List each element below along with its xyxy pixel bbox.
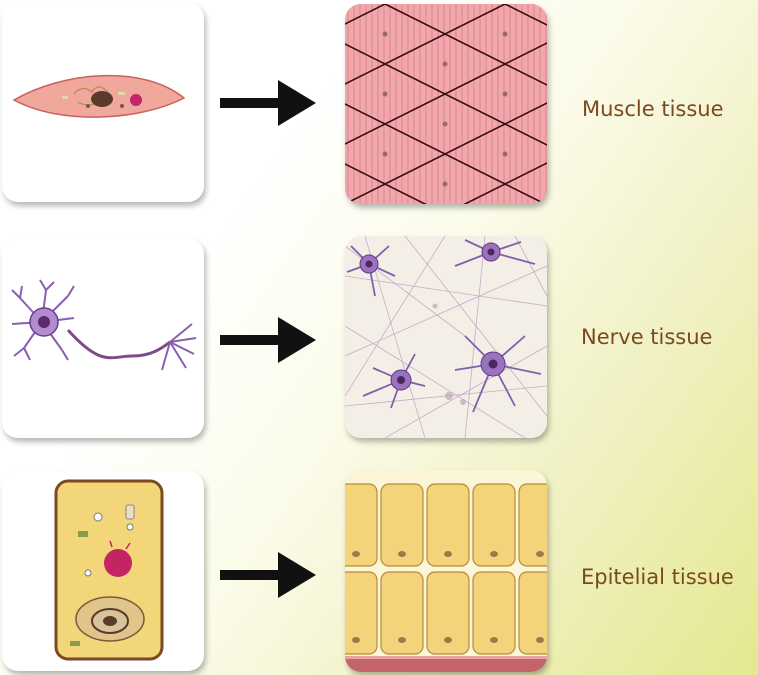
epithelial-cell-card xyxy=(2,471,204,671)
nerve-cell-card xyxy=(2,238,204,438)
nerve-tissue-illustration xyxy=(345,236,547,438)
epithelial-tissue-tile xyxy=(345,470,547,672)
arrow-icon xyxy=(220,552,316,598)
tissue-label-muscle: Muscle tissue xyxy=(582,97,724,121)
tissue-label-epithelial: Epitelial tissue xyxy=(581,565,734,589)
muscle-cell-card xyxy=(2,2,204,202)
epithelial-cell-illustration xyxy=(54,479,164,661)
nerve-tissue-tile xyxy=(345,236,547,438)
arrow-icon xyxy=(220,317,316,363)
tissue-label-nerve: Nerve tissue xyxy=(581,325,713,349)
epithelial-tissue-illustration xyxy=(345,470,547,672)
muscle-cell-illustration xyxy=(12,74,186,118)
muscle-tissue-illustration xyxy=(345,4,547,204)
arrow-icon xyxy=(220,80,316,126)
nerve-cell-illustration xyxy=(11,279,197,371)
muscle-tissue-tile xyxy=(345,4,547,204)
